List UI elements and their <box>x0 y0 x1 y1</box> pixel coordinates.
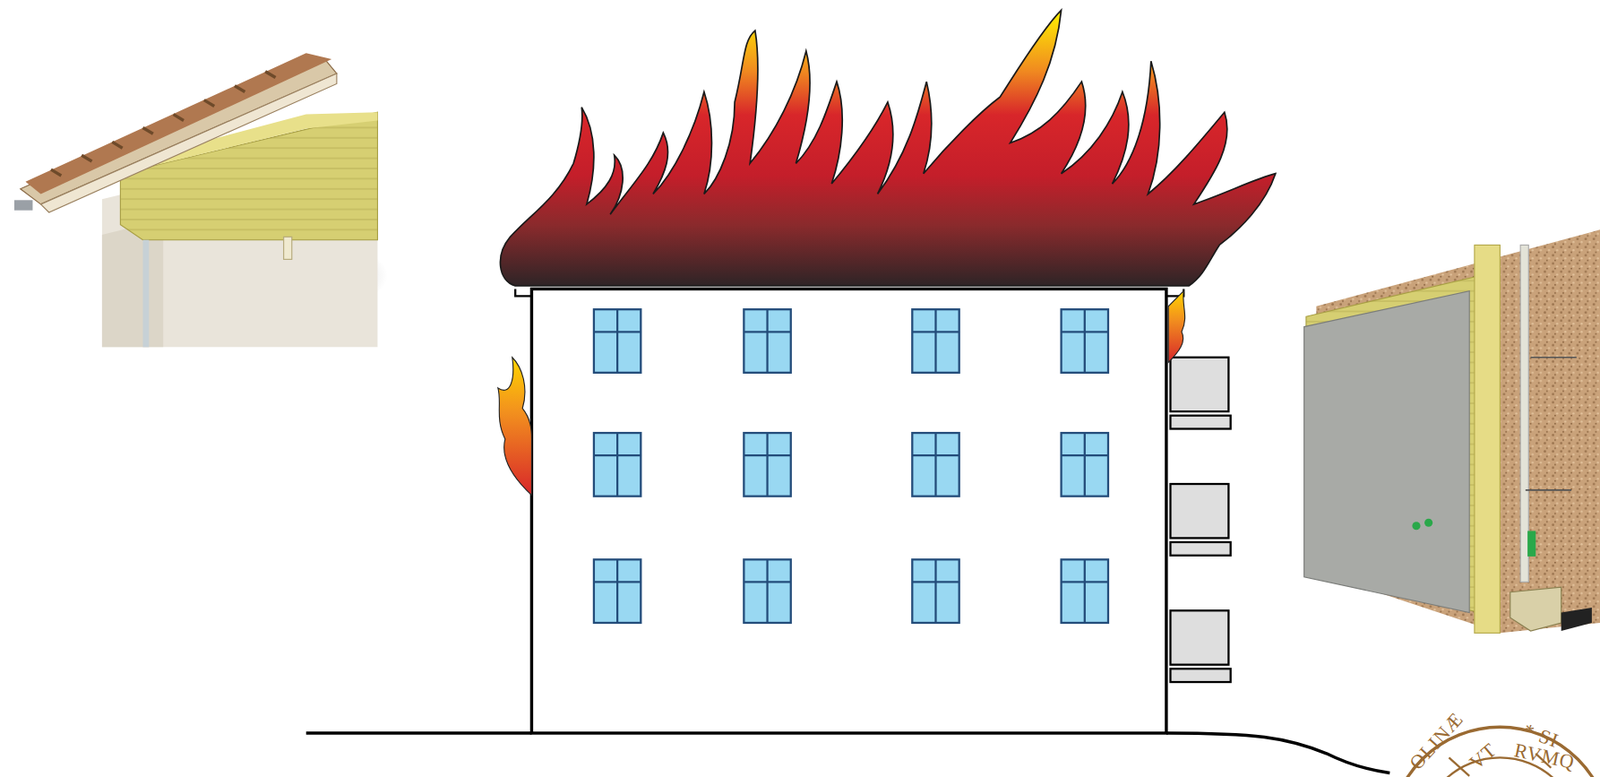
wall-fire-left <box>498 357 533 496</box>
window <box>1061 309 1109 373</box>
window <box>911 432 959 497</box>
window <box>1061 432 1109 497</box>
window <box>911 559 959 623</box>
window <box>743 559 791 623</box>
window <box>911 309 959 373</box>
seal-lettering: VT <box>1464 738 1502 775</box>
roof-fire <box>499 9 1275 286</box>
roof-eave-illustration <box>14 52 388 347</box>
ground-line <box>306 732 1391 773</box>
window <box>593 309 641 373</box>
window <box>743 432 791 497</box>
wall-section-illustration <box>1304 229 1600 633</box>
wall-fire-right <box>1168 291 1185 363</box>
building <box>515 288 1231 733</box>
window <box>743 309 791 373</box>
window <box>1061 559 1109 623</box>
window <box>593 559 641 623</box>
seal-lettering: OLINÆ <box>1404 706 1469 775</box>
seal-lettering: RVMQ <box>1512 738 1577 775</box>
window <box>593 432 641 497</box>
